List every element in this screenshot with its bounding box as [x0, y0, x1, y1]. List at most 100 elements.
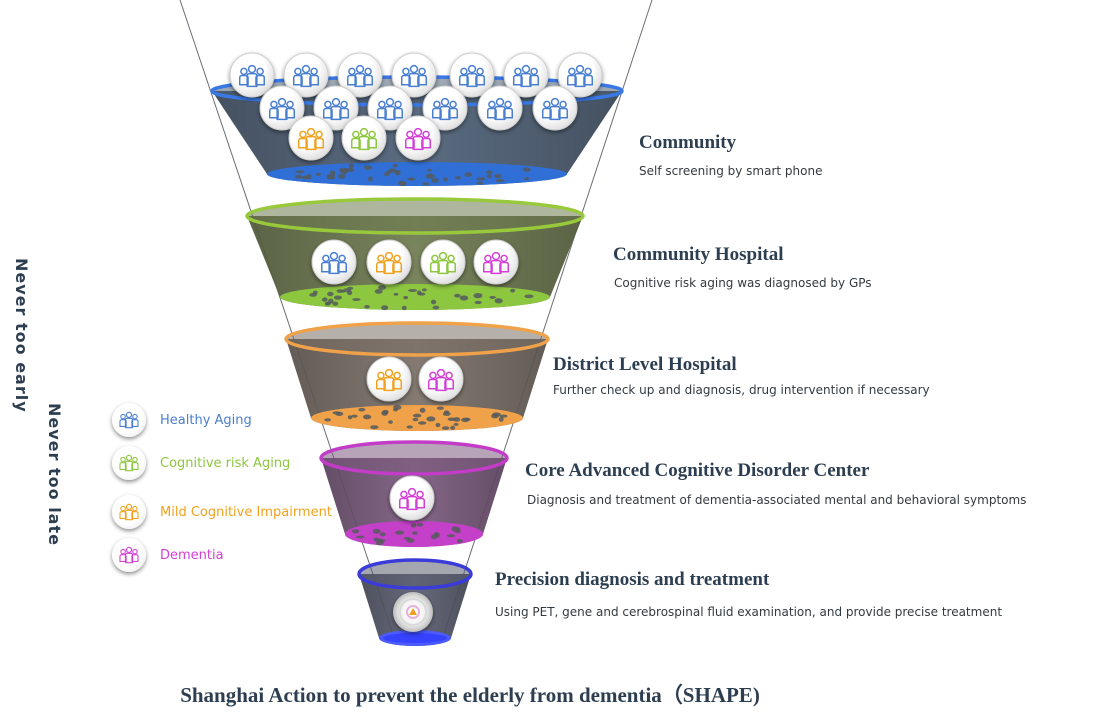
floor-dot	[464, 417, 471, 421]
floor-dot	[386, 170, 393, 174]
healthy-group-icon	[422, 85, 468, 131]
tier-desc-community-hospital: Cognitive risk aging was diagnosed by GP…	[614, 276, 872, 290]
floor-dot	[379, 532, 386, 537]
healthy-group-icon	[391, 52, 437, 98]
floor-dot	[474, 300, 482, 305]
floor-dot	[335, 411, 344, 417]
floor-dot	[295, 170, 305, 174]
healthy-group-icon	[259, 85, 305, 131]
floor-dot	[412, 531, 418, 535]
floor-dot	[364, 304, 370, 309]
floor-dot	[486, 174, 493, 179]
legend-label-healthy-aging: Healthy Aging	[160, 412, 252, 428]
healthy-group-icon	[313, 85, 359, 131]
floor-dot	[330, 170, 336, 176]
tier-shading	[247, 216, 583, 310]
tier-title-district-hospital: District Level Hospital	[553, 354, 737, 375]
mci-group-icon	[366, 356, 412, 402]
floor-dot	[339, 167, 345, 173]
diagram-title: Shanghai Action to prevent the elderly f…	[180, 683, 760, 707]
tier-glow	[383, 633, 447, 643]
tier-desc-core-center: Diagnosis and treatment of dementia-asso…	[527, 493, 1027, 507]
floor-dot	[401, 305, 407, 311]
floor-dot	[451, 526, 459, 532]
floor-dot	[393, 292, 399, 296]
tier-rim	[245, 197, 585, 235]
floor-dot	[486, 170, 493, 175]
floor-dot	[422, 182, 430, 186]
tier-rim	[319, 440, 509, 476]
floor-dot	[393, 404, 402, 410]
floor-dot	[432, 305, 440, 310]
tier-title-community-hospital: Community Hospital	[613, 244, 784, 265]
floor-dot	[370, 425, 379, 430]
floor-dot	[446, 534, 456, 538]
healthy-aging-icon	[112, 403, 146, 437]
floor-dot	[377, 538, 384, 543]
floor-dot	[374, 289, 383, 294]
healthy-group-icon	[229, 52, 275, 98]
dementia-icon	[112, 538, 146, 572]
legend-label-dementia: Dementia	[160, 547, 224, 563]
floor-dot	[476, 181, 484, 185]
floor-dot	[327, 291, 334, 297]
floor-dot	[378, 285, 387, 290]
floor-dot	[401, 182, 406, 187]
floor-dot	[348, 163, 355, 169]
floor-dot	[394, 171, 401, 176]
floor-dot	[433, 532, 440, 536]
dementia-group-icon	[418, 356, 464, 402]
tier-rim	[284, 321, 550, 357]
floor-dot	[362, 414, 372, 420]
floor-dot	[381, 305, 389, 311]
floor-dot	[406, 425, 413, 429]
floor-dot	[346, 167, 355, 173]
floor-dot	[430, 299, 437, 305]
floor-dot	[328, 298, 334, 304]
floor-dot	[522, 167, 531, 172]
legend-label-mci: Mild Cognitive Impairment	[160, 504, 332, 520]
floor-dot	[431, 178, 439, 183]
floor-dot	[422, 288, 427, 292]
floor-dot	[412, 413, 422, 418]
floor-dot	[426, 168, 432, 172]
tier-floor	[280, 284, 550, 310]
floor-dot	[392, 163, 399, 168]
label-never-too-late: Never too late	[45, 403, 64, 546]
dementia-group-icon	[473, 239, 519, 285]
floor-dot	[333, 295, 342, 300]
floor-dot	[498, 416, 504, 422]
healthy-group-icon	[283, 52, 329, 98]
floor-dot	[419, 407, 426, 413]
floor-dot	[309, 292, 317, 297]
floor-dot	[494, 298, 503, 304]
floor-dot	[388, 420, 393, 424]
healthy-group-icon	[557, 52, 603, 98]
floor-dot	[324, 418, 331, 422]
floor-dot	[372, 528, 381, 534]
floor-dot	[443, 177, 448, 182]
legend-item-healthy-aging: Healthy Aging	[112, 403, 252, 437]
floor-dot	[494, 173, 502, 179]
floor-dot	[454, 176, 462, 180]
dementia-group-icon	[389, 475, 435, 521]
floor-dot	[351, 529, 360, 534]
legend-item-cognitive-risk: Cognitive risk Aging	[112, 446, 290, 480]
tier-desc-district-hospital: Further check up and diagnosis, drug int…	[553, 383, 930, 397]
healthy-group-icon	[503, 52, 549, 98]
floor-dot	[456, 538, 463, 544]
floor-dot	[427, 174, 432, 178]
floor-dot	[347, 415, 353, 420]
floor-dot	[351, 414, 358, 418]
floor-dot	[453, 417, 461, 422]
tier-title-community: Community	[639, 132, 737, 153]
tier-rim	[357, 558, 473, 590]
floor-dot	[322, 297, 328, 302]
floor-dot	[408, 288, 418, 292]
cognitive-risk-icon	[112, 446, 146, 480]
legend-label-cognitive-risk: Cognitive risk Aging	[160, 455, 291, 471]
floor-dot	[352, 298, 361, 301]
floor-dot	[426, 416, 436, 422]
floor-dot	[338, 173, 346, 179]
